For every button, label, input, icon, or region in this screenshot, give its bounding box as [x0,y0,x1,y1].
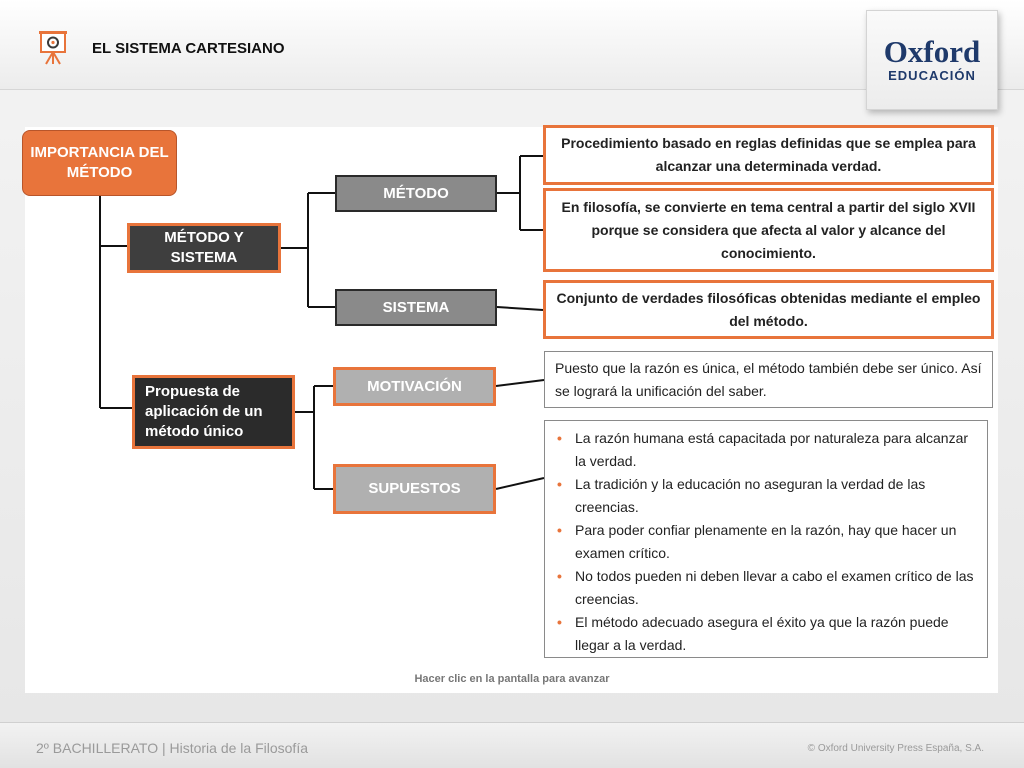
list-item-text: La tradición y la educación no aseguran … [575,476,926,515]
bullet-icon: • [557,568,562,584]
list-item: • No todos pueden ni deben llevar a cabo … [555,565,977,611]
node-importancia-del-metodo: IMPORTANCIA DEL MÉTODO [22,130,177,196]
bullet-icon: • [557,614,562,630]
list-item: • La tradición y la educación no aseguran… [555,473,977,519]
node-metodo: MÉTODO [335,175,497,212]
logo-brand: Oxford [883,34,981,69]
desc-supuestos-list: • La razón humana está capacitada por nat… [544,420,988,658]
node-supuestos: SUPUESTOS [333,464,496,514]
list-item: • La razón humana está capacitada por nat… [555,427,977,473]
desc-sistema: Conjunto de verdades filosóficas obtenid… [543,280,994,339]
node-propuesta: Propuesta de aplicación de un método úni… [132,375,295,449]
desc-metodo-definicion: Procedimiento basado en reglas definidas… [543,125,994,185]
header-band [0,0,1024,90]
list-item: • El método adecuado asegura el éxito ya … [555,611,977,657]
bullet-icon: • [557,476,562,492]
node-metodo-y-sistema: MÉTODO Y SISTEMA [127,223,281,273]
bullet-icon: • [557,430,562,446]
oxford-logo: Oxford EDUCACIÓN [866,10,998,110]
list-item: • Para poder confiar plenamente en la raz… [555,519,977,565]
list-item-text: No todos pueden ni deben llevar a cabo e… [575,568,974,607]
bullet-icon: • [557,522,562,538]
advance-hint[interactable]: Hacer clic en la pantalla para avanzar [414,673,610,685]
footer-course: 2º BACHILLERATO | Historia de la Filosof… [36,740,309,756]
desc-metodo-filosofia: En filosofía, se convierte en tema centr… [543,188,994,272]
list-item-text: La razón humana está capacitada por natu… [575,430,969,469]
footer-copyright: © Oxford University Press España, S.A. [807,743,984,754]
logo-sub: EDUCACIÓN [888,68,976,83]
desc-motivacion: Puesto que la razón es única, el método … [544,351,993,408]
list-item-text: Para poder confiar plenamente en la razó… [575,522,957,561]
list-item-text: El método adecuado asegura el éxito ya q… [575,614,949,653]
page-title: EL SISTEMA CARTESIANO [92,40,285,57]
presentation-easel-icon [39,31,67,65]
node-sistema: SISTEMA [335,289,497,326]
footer-band [0,722,1024,768]
node-motivacion: MOTIVACIÓN [333,367,496,406]
